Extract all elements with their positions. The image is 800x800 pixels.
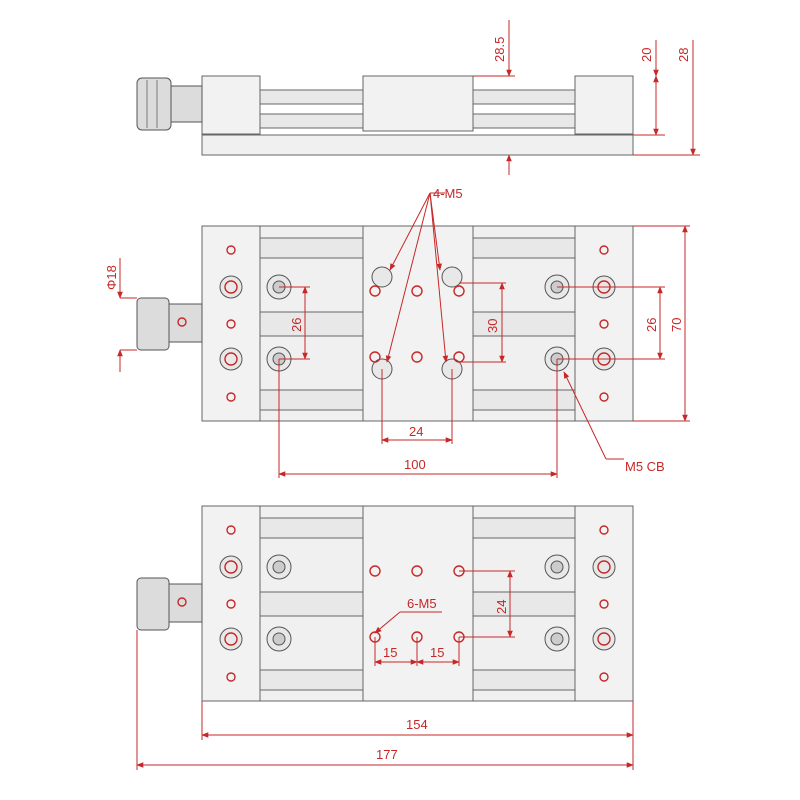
hole	[599, 392, 609, 402]
hole	[226, 392, 236, 402]
cb-hole-inner	[272, 560, 286, 574]
bottom-left-end	[201, 505, 261, 702]
top-knob-shaft	[165, 303, 203, 343]
bottom-knob-shaft	[165, 583, 203, 623]
bottom-end-holes	[219, 525, 616, 682]
dim-center-pitch: 24	[409, 424, 423, 439]
cb-hole	[592, 555, 616, 579]
hole	[224, 352, 238, 366]
hole	[599, 245, 609, 255]
bottom-view: 6-M5 24 15 15 154 177	[136, 505, 634, 770]
top-rail-cb-holes	[266, 274, 570, 372]
dim-center-spacing: 30	[485, 319, 500, 333]
bottom-right-end	[574, 505, 634, 702]
hole	[599, 599, 609, 609]
cb-hole	[219, 555, 243, 579]
hole	[224, 560, 238, 574]
dim-right-spacing: 26	[644, 318, 659, 332]
cb-hole-inner	[272, 632, 286, 646]
m5-hole	[411, 565, 423, 577]
hole	[226, 319, 236, 329]
top-carriage-holes	[369, 266, 465, 380]
dim-pitch-b: 15	[430, 645, 444, 660]
top-carriage	[362, 225, 474, 422]
cb-hole	[592, 627, 616, 651]
dim-width: 70	[669, 318, 684, 332]
side-carriage	[362, 75, 474, 132]
dim-block-height: 20	[639, 48, 654, 62]
cb-hole	[441, 266, 463, 288]
hole	[226, 245, 236, 255]
hole	[597, 560, 611, 574]
m5-hole	[453, 285, 465, 297]
dim-total-height: 28	[676, 48, 691, 62]
callout-6-m5: 6-M5	[407, 596, 437, 611]
cb-hole	[219, 627, 243, 651]
hole	[599, 525, 609, 535]
top-left-end	[201, 225, 261, 422]
callout-leader	[385, 192, 431, 363]
hole	[226, 599, 236, 609]
callout-4-m5: 4-M5	[433, 186, 463, 201]
bottom-rail-cb-holes	[266, 554, 570, 652]
dim-stage-height: 28.5	[492, 37, 507, 62]
hole	[599, 319, 609, 329]
callout-m5-cb: M5 CB	[625, 459, 665, 474]
cb-hole	[219, 347, 243, 371]
m5-hole	[411, 351, 423, 363]
side-left-block	[201, 75, 261, 135]
dim-vertical-pitch: 24	[494, 600, 509, 614]
hole	[597, 632, 611, 646]
top-right-end	[574, 225, 634, 422]
bottom-knob	[136, 577, 170, 631]
callout-leader	[563, 371, 607, 460]
cb-hole-inner	[550, 560, 564, 574]
bottom-carriage	[362, 505, 474, 702]
callout-leader	[389, 192, 431, 271]
knob-setscrew	[177, 597, 187, 607]
dim-base-length: 154	[406, 717, 428, 732]
dim-knob-diameter: Φ18	[104, 265, 119, 290]
hole	[226, 672, 236, 682]
cb-hole	[371, 266, 393, 288]
hole	[226, 525, 236, 535]
dim-pitch-a: 15	[383, 645, 397, 660]
hole	[224, 632, 238, 646]
cb-hole-inner	[550, 632, 564, 646]
dim-total-length: 177	[376, 747, 398, 762]
top-view: 4-M5 Φ18 26 30 26 70	[104, 186, 690, 478]
side-base	[201, 134, 634, 156]
m5-hole	[411, 285, 423, 297]
knob-setscrew	[177, 317, 187, 327]
hole	[599, 672, 609, 682]
cb-hole	[219, 275, 243, 299]
side-right-block	[574, 75, 634, 135]
side-knob-shaft	[167, 85, 203, 123]
dim-left-spacing: 26	[289, 318, 304, 332]
callout-leader	[429, 192, 449, 363]
dim-cb-pitch: 100	[404, 457, 426, 472]
m5-hole	[369, 351, 381, 363]
side-view: 28.5 20 28	[136, 20, 700, 175]
hole	[224, 280, 238, 294]
m5-hole	[369, 565, 381, 577]
m5-hole	[369, 285, 381, 297]
side-knob	[136, 77, 172, 131]
top-knob	[136, 297, 170, 351]
callout-leader	[374, 611, 401, 634]
